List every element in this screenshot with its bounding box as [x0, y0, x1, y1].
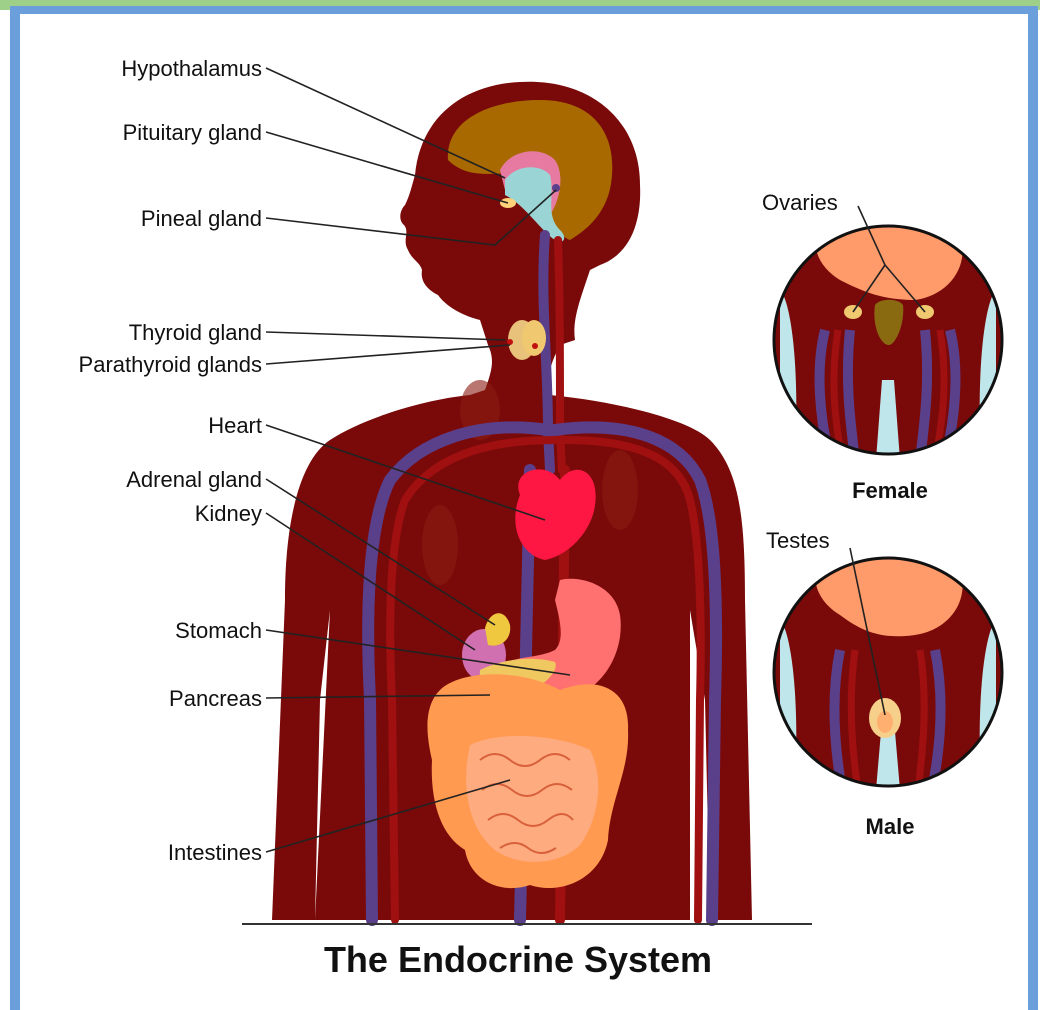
diagram-title: The Endocrine System — [324, 939, 712, 980]
label-parathyroid: Parathyroid glands — [79, 352, 262, 377]
label-pituitary: Pituitary gland — [123, 120, 262, 145]
label-testes: Testes — [766, 528, 830, 553]
label-pineal: Pineal gland — [141, 206, 262, 231]
chest-shadow-left — [422, 505, 458, 585]
leader-thyroid — [266, 332, 505, 340]
label-intestines: Intestines — [168, 840, 262, 865]
label-pancreas: Pancreas — [169, 686, 262, 711]
label-adrenal: Adrenal gland — [126, 467, 262, 492]
label-thyroid: Thyroid gland — [129, 320, 262, 345]
label-stomach: Stomach — [175, 618, 262, 643]
female-inset: Ovaries Female — [762, 190, 1010, 503]
parathyroid-dot — [507, 339, 513, 345]
label-hypothalamus: Hypothalamus — [121, 56, 262, 81]
organ-labels: Hypothalamus Pituitary gland Pineal glan… — [79, 56, 262, 865]
label-male: Male — [866, 814, 915, 839]
label-female: Female — [852, 478, 928, 503]
thyroid-lobe-right — [522, 320, 546, 356]
label-ovaries: Ovaries — [762, 190, 838, 215]
male-inset: Testes Male — [766, 528, 1010, 839]
leader-parathyroid — [266, 345, 510, 364]
label-kidney: Kidney — [195, 501, 262, 526]
label-heart: Heart — [208, 413, 262, 438]
parathyroid-dot — [532, 343, 538, 349]
chest-shadow-right — [602, 450, 638, 530]
